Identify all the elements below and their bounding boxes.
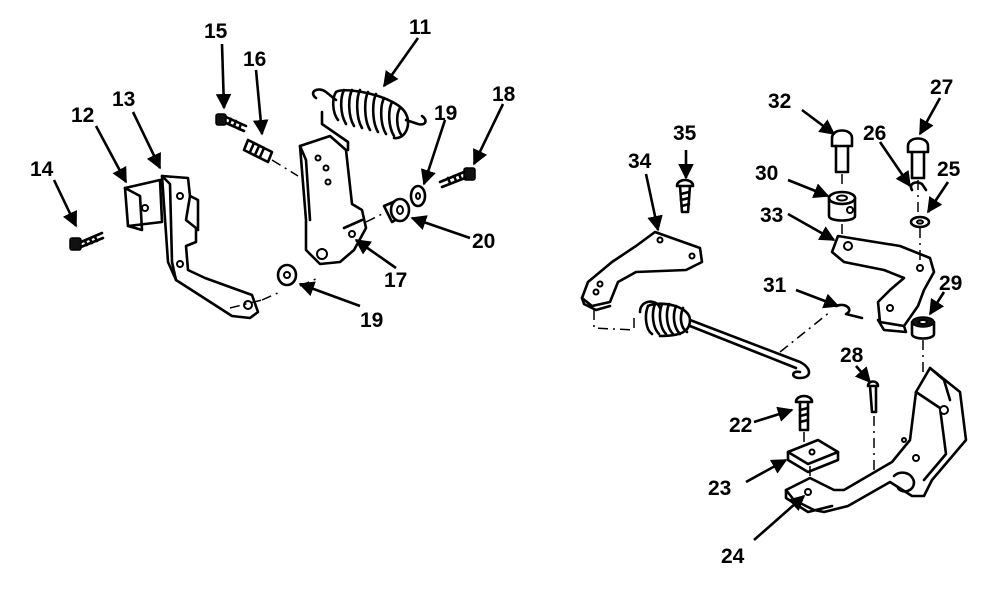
spring-pin-part-16: [242, 138, 274, 164]
nut-part-29: [910, 316, 936, 340]
screw-part-35: [675, 178, 695, 214]
washer-part-25: [909, 215, 931, 229]
clip-part-26: [909, 181, 928, 192]
callout-31: 31: [763, 274, 787, 297]
callout-14: 14: [30, 158, 54, 181]
spacer-part-20: [382, 197, 411, 224]
callout-18: 18: [492, 83, 516, 106]
callout-34: 34: [628, 150, 652, 173]
callout-19-upper: 19: [434, 102, 457, 125]
callout-15: 15: [204, 20, 228, 43]
callout-29: 29: [939, 272, 962, 295]
callout-27: 27: [930, 76, 953, 99]
callout-24: 24: [721, 545, 745, 568]
bolt-part-27: [906, 137, 930, 180]
callout-20: 20: [472, 230, 495, 253]
bolt-part-32: [830, 129, 854, 174]
nut-plate-part-23: [786, 438, 840, 474]
callout-17: 17: [384, 269, 407, 292]
arm-part-17: [298, 134, 368, 266]
callout-labels: 11 12 13 14 15 16 17 18 19 19 20 22 23 2…: [30, 16, 962, 568]
screw-part-22: [794, 394, 814, 432]
collar-part-30: [827, 190, 857, 222]
callout-33: 33: [760, 204, 783, 227]
callout-12: 12: [71, 104, 94, 127]
control-bracket-part-13: [160, 174, 260, 320]
callout-28: 28: [840, 344, 864, 367]
main-bracket-part-24: [784, 366, 968, 514]
callout-23: 23: [708, 477, 731, 500]
callout-26: 26: [863, 122, 886, 145]
spring-part-11: [311, 88, 427, 152]
callout-22: 22: [729, 414, 752, 437]
callout-19-lower: 19: [360, 309, 383, 332]
lever-plate-part-34: [580, 230, 704, 312]
bolt-part-14: [69, 231, 105, 251]
spring-long-hook: [638, 300, 811, 380]
bellcrank-plate-part-33: [830, 234, 936, 334]
bolt-part-18: [438, 167, 476, 189]
callout-32: 32: [768, 90, 791, 113]
washer-part-19-upper: [409, 184, 427, 208]
pin-part-31: [834, 303, 864, 320]
screw-part-15: [215, 113, 248, 133]
callout-25: 25: [937, 158, 961, 181]
callout-35: 35: [673, 122, 697, 145]
washer-part-19-lower: [276, 263, 298, 287]
pin-part-28: [866, 380, 880, 414]
callout-13: 13: [112, 88, 135, 111]
bracket-part-12: [123, 178, 164, 232]
callout-11: 11: [409, 16, 432, 39]
callout-30: 30: [755, 162, 778, 185]
callout-16: 16: [243, 48, 266, 71]
leader-lines: [52, 37, 950, 541]
